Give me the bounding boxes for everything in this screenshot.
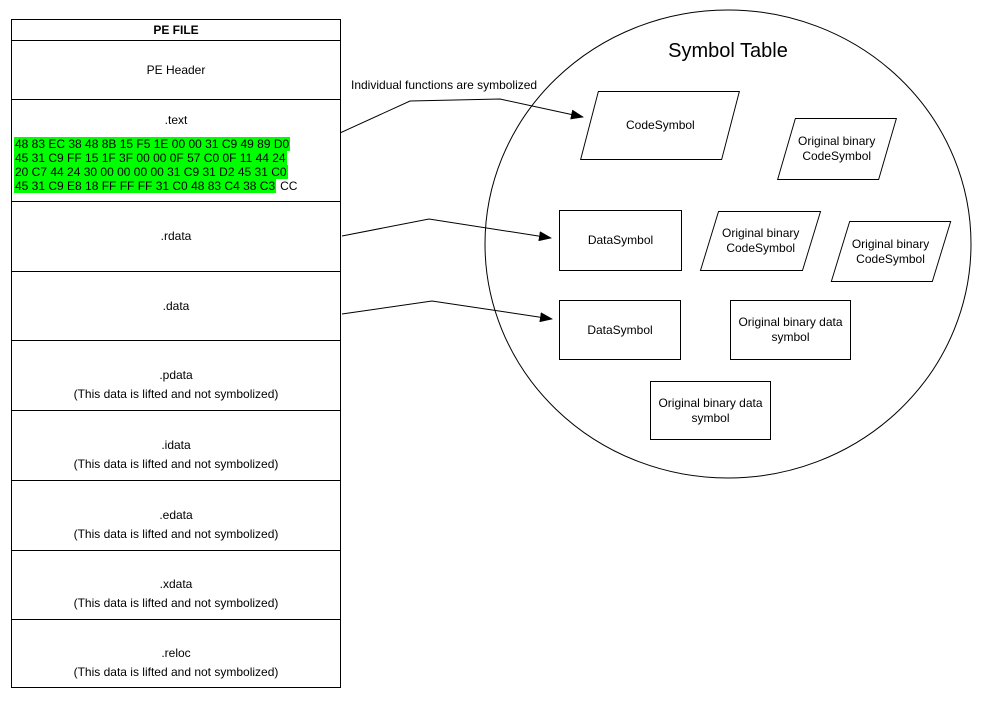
rdata-label: .rdata <box>160 229 192 243</box>
shape-datasymbol-1: DataSymbol <box>559 210 682 271</box>
hex-line: 20 C7 44 24 30 00 00 00 00 31 C9 31 D2 4… <box>14 165 340 179</box>
shape-original-binary-data-symbol-1: Original binary data symbol <box>730 300 851 360</box>
symbol-table-title: Symbol Table <box>668 40 788 62</box>
shape-original-binary-data-symbol-2: Original binary data symbol <box>650 381 771 440</box>
idata-label: .idata <box>161 437 191 452</box>
shape-original-binary-codesymbol-2: Original binary CodeSymbol <box>699 211 822 271</box>
original-data-symbol-1-line2: symbol <box>771 330 810 344</box>
hex-line: 48 83 EC 38 48 8B 15 F5 1E 00 00 31 C9 4… <box>14 137 340 151</box>
section-rdata: .rdata <box>12 201 340 271</box>
original-data-symbol-2-line2: symbol <box>691 410 730 425</box>
pdata-note: (This data is lifted and not symbolized) <box>73 386 279 401</box>
reloc-label: .reloc <box>161 645 191 660</box>
pe-file-title-label: PE FILE <box>153 22 199 37</box>
section-pe-header: PE Header <box>12 40 340 99</box>
hex-line: 45 31 C9 FF 15 1F 3F 00 00 0F 57 C0 0F 1… <box>14 151 340 165</box>
original-codesymbol-1-line2: CodeSymbol <box>802 149 872 163</box>
section-pdata: .pdata (This data is lifted and not symb… <box>12 340 340 410</box>
edata-note: (This data is lifted and not symbolized) <box>73 526 279 541</box>
hex-dump: 48 83 EC 38 48 8B 15 F5 1E 00 00 31 C9 4… <box>12 137 340 193</box>
section-reloc: .reloc (This data is lifted and not symb… <box>12 619 340 687</box>
shape-original-binary-codesymbol-3: Original binary CodeSymbol <box>830 221 952 282</box>
pdata-label: .pdata <box>159 367 193 382</box>
idata-note: (This data is lifted and not symbolized) <box>73 456 279 471</box>
original-codesymbol-1-line1: Original binary <box>798 134 876 148</box>
xdata-note: (This data is lifted and not symbolized) <box>73 596 279 610</box>
section-xdata: .xdata (This data is lifted and not symb… <box>12 550 340 619</box>
section-edata: .edata (This data is lifted and not symb… <box>12 480 340 550</box>
shape-datasymbol-2: DataSymbol <box>559 300 681 360</box>
data-label: .data <box>162 298 190 313</box>
symbol-table-circle <box>484 9 972 479</box>
pe-header-label: PE Header <box>146 62 206 77</box>
hex-unhighlighted-byte: CC <box>280 179 298 193</box>
section-data: .data <box>12 271 340 340</box>
edata-label: .edata <box>159 507 193 522</box>
shape-codesymbol: CodeSymbol <box>580 91 740 160</box>
hex-highlight: 45 31 C9 E8 18 FF FF FF 31 C0 48 83 C4 3… <box>14 179 277 193</box>
hex-highlight: 48 83 EC 38 48 8B 15 F5 1E 00 00 31 C9 4… <box>14 137 291 151</box>
original-data-symbol-2-line1: Original binary data <box>658 395 763 410</box>
arrow-rdata-to-datasymbol <box>341 218 552 242</box>
pe-file-box: PE FILE PE Header .text 48 83 EC 38 48 8… <box>11 19 341 688</box>
original-codesymbol-2-line1: Original binary <box>721 226 800 240</box>
hex-highlight: 20 C7 44 24 30 00 00 00 00 31 C9 31 D2 4… <box>14 165 288 179</box>
hex-line: 45 31 C9 E8 18 FF FF FF 31 C0 48 83 C4 3… <box>14 179 340 193</box>
xdata-label: .xdata <box>159 577 193 591</box>
arrow-data-to-datasymbol <box>341 300 553 323</box>
codesymbol-label: CodeSymbol <box>625 118 695 132</box>
original-codesymbol-3-line2: CodeSymbol <box>856 251 926 266</box>
original-codesymbol-2-line2: CodeSymbol <box>726 241 795 255</box>
section-idata: .idata (This data is lifted and not symb… <box>12 410 340 480</box>
arrow-text-to-codesymbol <box>282 98 584 160</box>
original-data-symbol-1-line1: Original binary data <box>738 315 843 329</box>
text-section-label: .text <box>164 113 188 127</box>
section-text: .text 48 83 EC 38 48 8B 15 F5 1E 00 00 3… <box>12 99 340 201</box>
datasymbol-1-label: DataSymbol <box>587 233 654 247</box>
hex-highlight: 45 31 C9 FF 15 1F 3F 00 00 0F 57 C0 0F 1… <box>14 151 287 165</box>
original-codesymbol-3-line1: Original binary <box>852 236 930 251</box>
reloc-note: (This data is lifted and not symbolized) <box>73 664 279 679</box>
annotation-individual-functions: Individual functions are symbolized <box>351 78 538 92</box>
shape-original-binary-codesymbol-1: Original binary CodeSymbol <box>776 118 898 180</box>
datasymbol-2-label: DataSymbol <box>587 322 653 337</box>
pe-file-title: PE FILE <box>12 20 340 40</box>
